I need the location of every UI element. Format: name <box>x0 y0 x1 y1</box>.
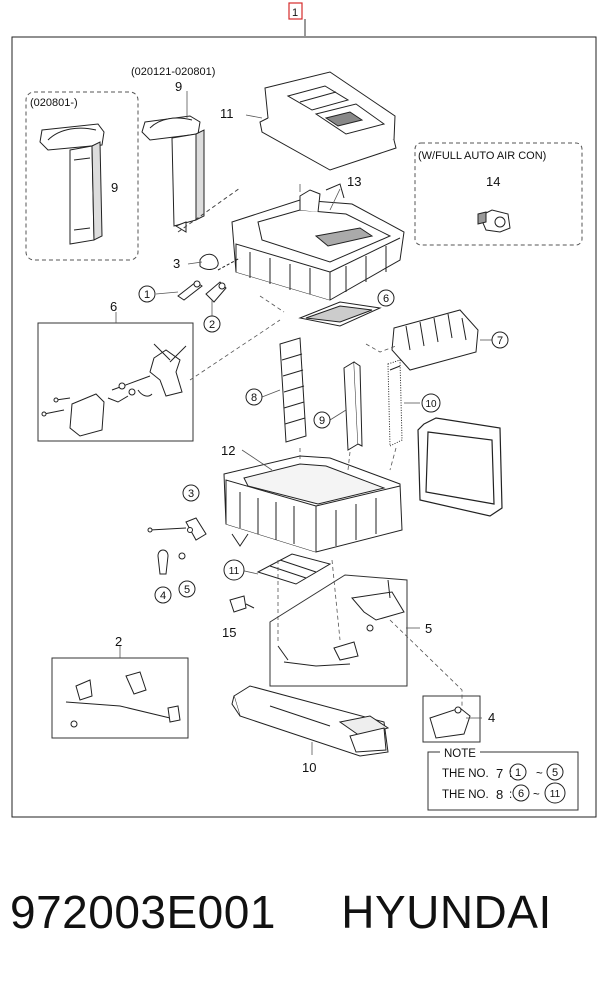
note-line1-num: 7 <box>496 766 503 781</box>
note-line2-from: 6 <box>518 788 524 800</box>
brand-name: HYUNDAI <box>341 886 552 938</box>
note-line1-sep: : <box>509 768 512 780</box>
label-5-box: 5 <box>425 621 432 636</box>
label-11-top: 11 <box>220 106 234 121</box>
note-line1-tilde: ~ <box>536 768 543 780</box>
callout-7: 7 <box>497 335 503 347</box>
part6-box <box>37 322 194 442</box>
link-5 <box>277 579 405 667</box>
top-marker-label: 1 <box>292 7 298 19</box>
small-parts-upper <box>177 253 241 303</box>
callout-5-lower: 5 <box>184 584 190 596</box>
caption: 972003E001 HYUNDAI <box>10 882 600 942</box>
mode-link-assembly <box>41 343 187 437</box>
label-9-old: 9 <box>111 180 118 195</box>
door-7 <box>391 309 479 371</box>
label-3-upper: 3 <box>173 256 180 271</box>
label-14: 14 <box>486 174 500 189</box>
part5-box <box>269 574 408 687</box>
diagram-frame <box>11 36 597 818</box>
note-line2-num: 8 <box>496 787 503 802</box>
note-line2-tilde: ~ <box>533 789 540 801</box>
label-option: (W/FULL AUTO AIR CON) <box>418 150 546 162</box>
callout-9-middle: 9 <box>319 415 325 427</box>
option-box <box>414 142 583 246</box>
filter-11 <box>256 553 332 585</box>
note-box <box>427 751 579 811</box>
small-parts-lower <box>147 517 255 613</box>
sensor-14 <box>477 209 511 233</box>
filter-6 <box>298 301 382 327</box>
upper-case <box>231 183 405 301</box>
parts-diagram: 1 <box>11 2 597 818</box>
duct-10 <box>231 685 390 757</box>
callout-6-filter: 6 <box>383 293 389 305</box>
label-13: 13 <box>347 174 361 189</box>
callout-2-upper: 2 <box>209 319 215 331</box>
note-title: NOTE <box>444 748 476 760</box>
old-core-box <box>25 91 139 261</box>
evaporator-9 <box>343 361 363 451</box>
callout-4-lower: 4 <box>160 590 166 602</box>
callout-10-middle: 10 <box>425 399 437 410</box>
top-marker-box <box>288 2 303 20</box>
note-line2-prefix: THE NO. <box>442 789 489 801</box>
callout-11-lower: 11 <box>229 566 240 577</box>
circled-callouts <box>138 285 566 804</box>
lower-case <box>223 455 403 553</box>
heater-core-old <box>39 123 105 245</box>
label-6-box: 6 <box>110 299 117 314</box>
label-date-old: (020801-) <box>30 97 78 109</box>
note-line1-prefix: THE NO. <box>442 768 489 780</box>
label-12: 12 <box>221 443 235 458</box>
panel-10 <box>387 359 403 447</box>
link-2 <box>65 671 181 728</box>
note-line1-from: 1 <box>515 767 521 779</box>
intake-duct <box>259 71 397 171</box>
note-line1-to: 5 <box>552 767 558 779</box>
label-4-box: 4 <box>488 710 495 725</box>
heater-core-current <box>141 115 205 233</box>
actuator-4 <box>429 706 471 739</box>
note-line2-to: 11 <box>550 789 561 800</box>
leader-lines <box>115 91 492 755</box>
label-9-current: 9 <box>175 79 182 94</box>
filter-8 <box>279 337 307 443</box>
callout-3-lower: 3 <box>188 488 194 500</box>
note-line2-sep: : <box>509 789 512 801</box>
callout-8: 8 <box>251 392 257 404</box>
part-number: 972003E001 <box>10 886 276 938</box>
part4-box <box>422 695 481 743</box>
label-2-box: 2 <box>115 634 122 649</box>
label-date-current: (020121-020801) <box>131 66 215 78</box>
callout-1: 1 <box>144 289 150 301</box>
label-15: 15 <box>222 625 236 640</box>
gasket-frame <box>417 417 503 517</box>
label-10-bottom: 10 <box>302 760 316 775</box>
